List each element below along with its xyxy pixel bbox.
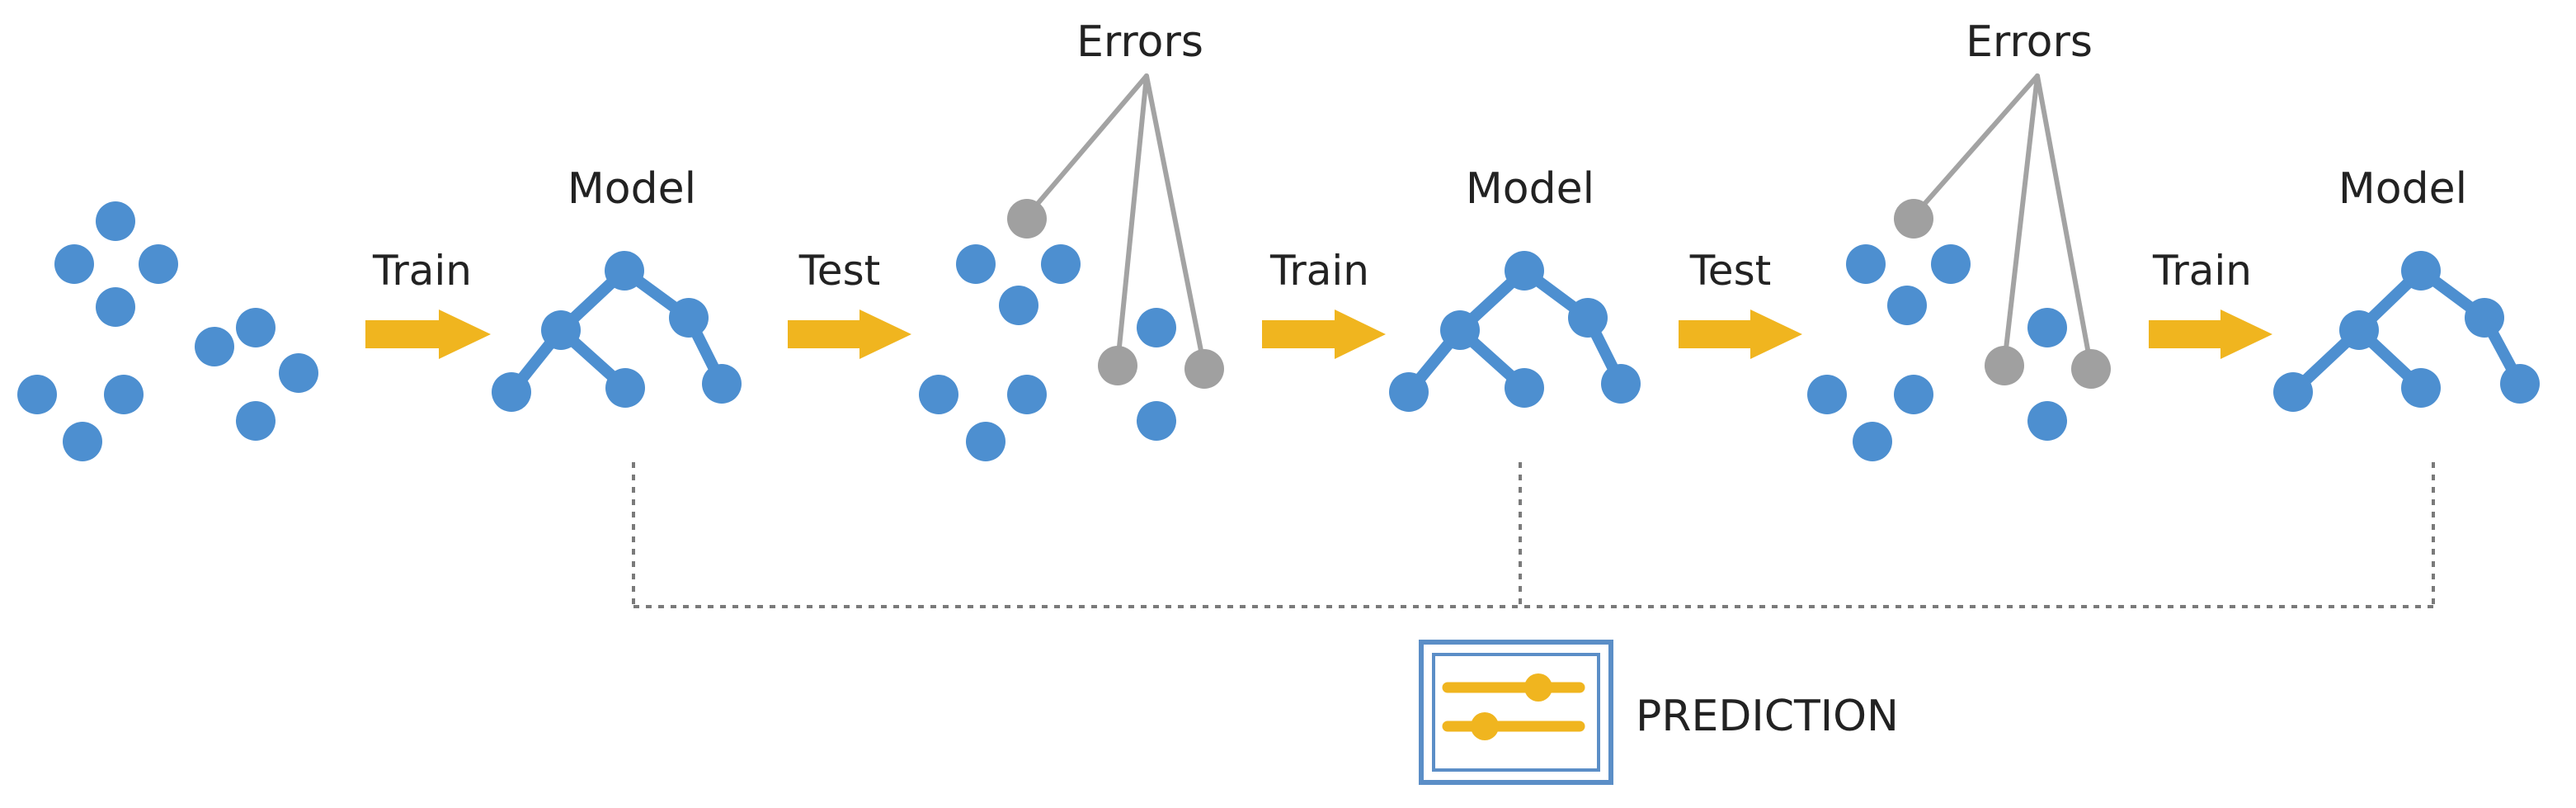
prediction-connector (632, 462, 2435, 608)
data-point (2027, 308, 2067, 347)
data-point (2401, 251, 2441, 291)
data-point (1846, 244, 1886, 284)
data-point (492, 372, 531, 412)
prediction-label: PREDICTION (1636, 692, 1899, 741)
error-point (1007, 199, 1047, 239)
data-points (17, 199, 2540, 461)
data-point (54, 244, 94, 284)
error-line (2035, 73, 2093, 370)
data-point (2273, 372, 2313, 412)
data-point (236, 401, 275, 441)
data-point (999, 286, 1038, 325)
data-point (1807, 375, 1847, 414)
data-point (2500, 364, 2540, 404)
test-label: Test (1689, 247, 1771, 295)
data-point (1505, 368, 1544, 408)
arrow-right-icon (365, 309, 491, 359)
errors-label: Errors (1966, 17, 2093, 67)
data-point (966, 422, 1005, 461)
data-point (279, 353, 318, 393)
data-point (1853, 422, 1892, 461)
data-point (1931, 244, 1971, 284)
model-label: Model (2338, 164, 2467, 214)
data-point (1041, 244, 1081, 284)
data-point (195, 327, 234, 366)
data-point (2465, 298, 2504, 338)
data-point (1601, 364, 1641, 404)
arrow-right-icon (1679, 309, 1802, 359)
error-line (1115, 73, 1149, 366)
data-point (1137, 401, 1176, 441)
model-label: Model (567, 164, 696, 214)
error-lines (1024, 73, 2093, 370)
data-point (1505, 251, 1544, 291)
prediction-icon-inner-frame (1432, 653, 1600, 772)
error-point (1098, 346, 1137, 385)
data-point (605, 251, 644, 291)
error-point (1184, 349, 1224, 389)
test-label: Test (798, 247, 880, 295)
data-point (1887, 286, 1927, 325)
data-point (139, 244, 178, 284)
slider-icon (1419, 640, 1613, 785)
data-point (702, 364, 742, 404)
error-point (1985, 346, 2024, 385)
slider-knob (1524, 673, 1552, 702)
data-point (2027, 401, 2067, 441)
errors-label: Errors (1076, 17, 1203, 67)
data-point (956, 244, 996, 284)
arrow-right-icon (788, 309, 911, 359)
error-line (1911, 73, 2040, 219)
data-point (919, 375, 958, 414)
data-point (2339, 310, 2379, 350)
error-line (1024, 73, 1149, 219)
arrows (365, 309, 2272, 359)
error-point (1894, 199, 1933, 239)
data-point (1137, 308, 1176, 347)
data-point (104, 375, 144, 414)
error-point (2071, 349, 2111, 389)
data-point (1007, 375, 1047, 414)
data-point (605, 368, 645, 408)
prediction-icon-frame (1419, 640, 1613, 785)
data-point (2401, 368, 2441, 408)
train-label: Train (2152, 247, 2252, 295)
data-point (1389, 372, 1429, 412)
model-label: Model (1466, 164, 1594, 214)
slider-knob (1471, 712, 1499, 740)
data-point (541, 310, 581, 350)
data-point (96, 287, 135, 327)
error-line (2002, 73, 2040, 366)
data-point (1568, 298, 1608, 338)
data-point (1440, 310, 1480, 350)
arrow-right-icon (2149, 309, 2272, 359)
data-point (17, 375, 57, 414)
train-label: Train (372, 247, 472, 295)
data-point (63, 422, 102, 461)
data-point (236, 308, 275, 347)
train-label: Train (1269, 247, 1369, 295)
data-point (669, 298, 709, 338)
error-line (1144, 73, 1207, 370)
arrow-right-icon (1262, 309, 1386, 359)
data-point (96, 201, 135, 241)
data-point (1894, 375, 1933, 414)
